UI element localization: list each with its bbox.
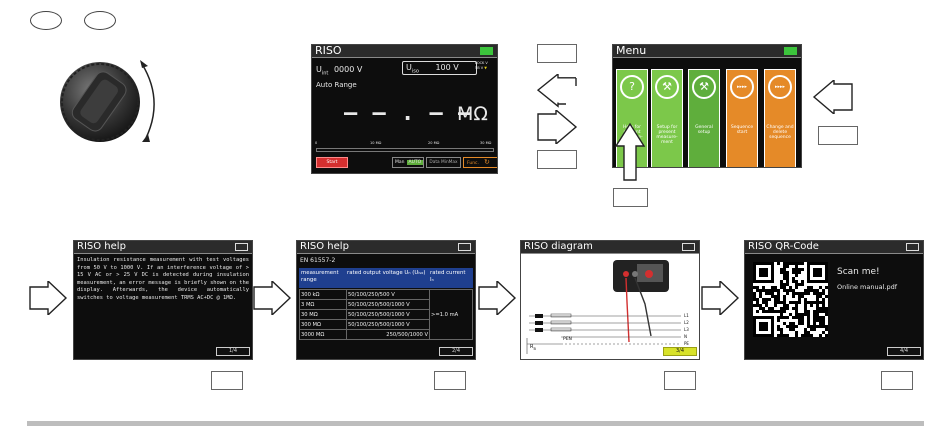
header-current: rated current Iₙ — [430, 270, 466, 283]
battery-icon — [235, 243, 248, 251]
header-range: measurement range — [301, 270, 339, 283]
riso-measure-screen: RISO Uint 0000 V Uiso 100 V LOCK V 5B V … — [311, 44, 498, 174]
wiring-diagram — [526, 260, 681, 354]
func-button[interactable]: Func.↻ — [463, 157, 497, 168]
qr-code-icon — [753, 262, 828, 337]
tools-icon: ⚒ — [655, 75, 679, 99]
page-indicator[interactable]: 3/4 — [663, 347, 697, 356]
tile-general-setup[interactable]: ⚒ General setup — [688, 69, 720, 167]
line-label-pe: PE — [684, 341, 689, 346]
line-label-n: N — [684, 334, 687, 339]
key-box-help2[interactable] — [434, 371, 466, 390]
key-box-help1[interactable] — [211, 371, 243, 390]
header-voltage: rated output voltage Uₙ (Uₗₛₒ) — [347, 270, 426, 276]
bottom-divider — [27, 421, 924, 426]
arrow-up-icon — [614, 122, 646, 181]
page-indicator[interactable]: 1/4 — [216, 347, 250, 356]
key-box-menu-bottom[interactable] — [613, 188, 648, 207]
qr-title: RISO QR-Code — [745, 241, 923, 254]
arrow-right-icon — [701, 281, 740, 315]
resistance-reading: – – . – – — [344, 101, 473, 126]
scale-0: 0 — [315, 141, 318, 145]
pen-label: PEN — [563, 337, 572, 342]
arrow-right-icon — [478, 281, 517, 315]
arrow-right-icon — [29, 281, 68, 315]
resistance-unit: MΩ — [457, 103, 488, 125]
help-icon: ? — [620, 75, 644, 99]
scan-me-label: Scan me! — [837, 267, 880, 277]
riso-diagram-screen: RISO diagram L1 L2 L3 N PE PEN RB 3/4 — [520, 240, 700, 360]
scale-30: 30 MΩ — [480, 141, 492, 145]
riso-help-screen-2: RISO help EN 61557-2 measurement range r… — [296, 240, 476, 360]
help1-text: Insulation resistance measurement with t… — [77, 257, 250, 301]
u-int-readout: Uint 0000 V — [316, 65, 363, 77]
help1-title: RISO help — [74, 241, 252, 254]
line-label-l1: L1 — [684, 313, 689, 318]
menu-title: Menu — [613, 45, 801, 58]
battery-icon — [458, 243, 471, 251]
online-manual-link[interactable]: Online manual.pdf — [837, 283, 897, 291]
rotary-knob-icon[interactable] — [56, 50, 168, 162]
battery-icon — [906, 243, 919, 251]
arrow-right-icon — [537, 110, 578, 144]
data-minmax-button[interactable]: Data MinMax — [426, 157, 461, 168]
u-iso-selector[interactable]: Uiso 100 V — [402, 61, 477, 75]
arrow-left-icon — [812, 80, 853, 114]
scale-10: 10 MΩ — [370, 141, 382, 145]
page-indicator[interactable]: 4/4 — [887, 347, 921, 356]
auto-range-label: Auto Range — [316, 81, 357, 89]
key-box-right[interactable] — [818, 126, 858, 145]
bargraph — [316, 148, 494, 152]
battery-icon — [682, 243, 695, 251]
sequence-icon: ▸▸▸▸ — [730, 75, 754, 99]
arrow-right-icon — [253, 281, 292, 315]
battery-icon — [784, 47, 797, 55]
help2-title: RISO help — [297, 241, 475, 254]
arrow-left-icon — [536, 74, 577, 108]
help2-table-header: measurement range rated output voltage U… — [299, 268, 473, 288]
line-label-l3: L3 — [684, 327, 689, 332]
page-indicator[interactable]: 2/4 — [439, 347, 473, 356]
key-box-bottom[interactable] — [537, 150, 577, 169]
scale-20: 20 MΩ — [428, 141, 440, 145]
riso-qr-screen: RISO QR-Code Scan me! Online manual.pdf … — [744, 240, 924, 360]
refresh-icon: ↻ — [483, 158, 490, 166]
key-box-top[interactable] — [537, 44, 577, 63]
diagram-title: RISO diagram — [521, 241, 699, 254]
tools-icon: ⚒ — [692, 75, 716, 99]
menu-screen: Menu ? Help for present measure-ment ⚒ S… — [612, 44, 802, 168]
key-oval-right[interactable] — [84, 11, 116, 30]
riso-help-screen-1: RISO help Insulation resistance measurem… — [73, 240, 253, 360]
key-box-qr[interactable] — [881, 371, 913, 390]
tile-setup-measurement[interactable]: ⚒ Setup for present measure-ment — [651, 69, 683, 167]
rb-label: RB — [530, 344, 536, 351]
sequence-icon: ▸▸▸▸ — [768, 75, 792, 99]
lock-voltage: LOCK V 5B V ▼ — [475, 61, 488, 70]
line-label-l2: L2 — [684, 320, 689, 325]
key-oval-left[interactable] — [30, 11, 62, 30]
tile-sequence-start[interactable]: ▸▸▸▸ Sequence start — [726, 69, 758, 167]
start-button[interactable]: Start — [316, 157, 348, 168]
key-box-diagram[interactable] — [664, 371, 696, 390]
tile-change-sequence[interactable]: ▸▸▸▸ Change and delete sequence — [764, 69, 796, 167]
standard-label: EN 61557-2 — [300, 257, 336, 264]
screen-title: RISO — [312, 45, 497, 58]
battery-icon — [480, 47, 493, 55]
